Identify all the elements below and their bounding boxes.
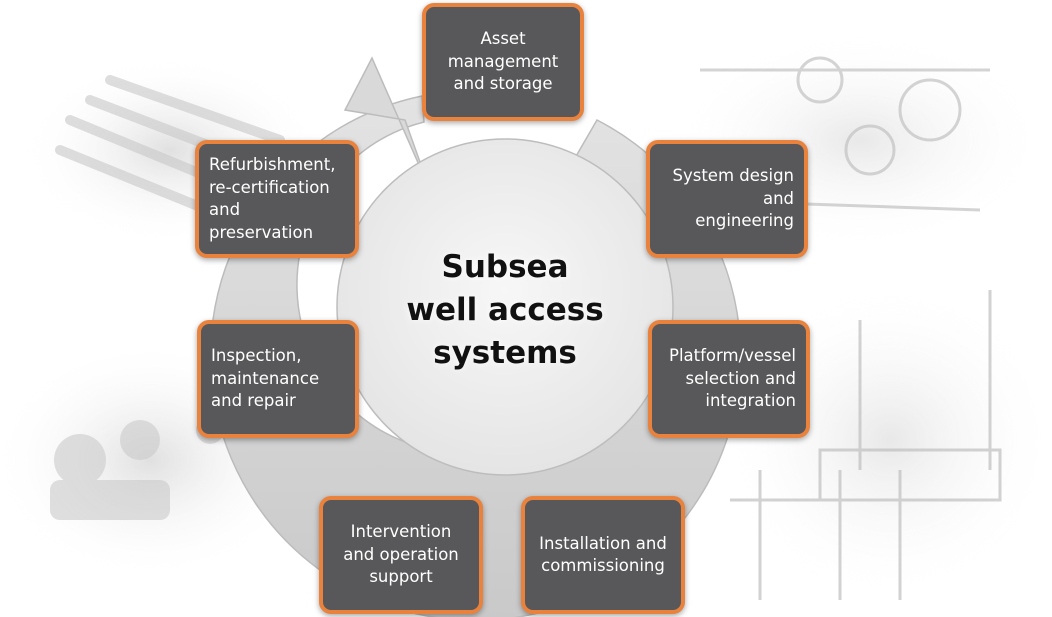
step-label-line: management — [447, 51, 559, 71]
step-label-line: commissioning — [541, 556, 665, 575]
center-title-line: systems — [433, 334, 577, 371]
step-label-line: Platform/vessel — [669, 346, 796, 366]
step-label-line: selection and — [685, 368, 796, 388]
step-label-line: maintenance — [211, 368, 320, 388]
step-label-line: and — [209, 200, 241, 219]
step-label-line: preservation — [209, 222, 314, 242]
step-label-line: System design — [672, 166, 794, 186]
step-inspection: Inspection, maintenance and repair — [197, 320, 359, 438]
step-platform-vessel: Platform/vessel selection and integratio… — [648, 320, 810, 438]
step-label-line: and operation — [343, 544, 459, 564]
step-label-line: Asset — [480, 29, 526, 49]
center-title-line: Subsea — [441, 248, 569, 285]
step-label-line: Installation and — [539, 533, 667, 553]
step-label-line: integration — [705, 391, 796, 411]
step-label-line: and — [762, 188, 794, 208]
step-label-line: and storage — [453, 74, 553, 94]
step-asset-management: Asset management and storage — [422, 3, 584, 121]
step-label-line: Intervention — [350, 522, 452, 542]
center-disc — [336, 138, 674, 476]
step-label-line: and repair — [211, 391, 296, 411]
step-label-line: re-certification — [209, 177, 330, 197]
step-label-line: support — [369, 567, 433, 587]
step-label-line: Refurbishment, — [209, 155, 336, 174]
center-title: Subsea well access systems — [400, 240, 610, 380]
step-intervention: Intervention and operation support — [319, 496, 483, 614]
cycle-arrowhead — [343, 56, 431, 191]
step-label-line: engineering — [695, 211, 794, 231]
step-refurbishment: Refurbishment, re-certification and pres… — [195, 140, 359, 258]
step-label-line: Inspection, — [211, 346, 302, 366]
step-installation: Installation and commissioning — [521, 496, 685, 614]
step-system-design: System design and engineering — [646, 140, 808, 258]
center-title-line: well access — [406, 291, 604, 328]
